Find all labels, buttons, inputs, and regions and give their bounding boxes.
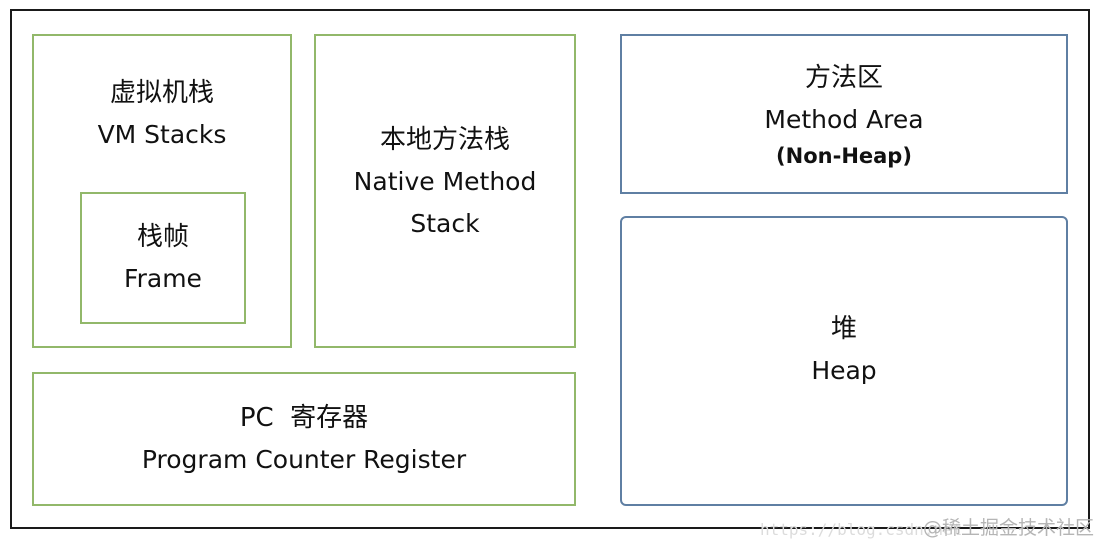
native-method-stack-zh-label: 本地方法栈 [379,125,510,155]
heap-zh-label: 堆 [830,314,857,344]
watermark-url: https://blog.csdn.net [760,520,963,539]
frame-zh-label: 栈帧 [136,222,189,252]
pc-register-en-label: Program Counter Register [141,445,467,474]
native-method-stack-box: 本地方法栈 Native Method Stack [314,34,576,348]
vm-stacks-en-label: VM Stacks [97,120,227,149]
diagram-frame [10,9,1090,529]
native-method-stack-en-line1: Native Method [353,167,537,196]
heap-box: 堆 Heap [620,216,1068,506]
frame-box: 栈帧 Frame [80,192,246,324]
method-area-zh-label: 方法区 [804,63,883,93]
vm-stacks-box: 虚拟机栈 VM Stacks [32,34,292,348]
frame-en-label: Frame [124,264,202,293]
native-method-stack-en-line2: Stack [410,209,480,238]
method-area-box: 方法区 Method Area (Non-Heap) [620,34,1068,194]
method-area-en-label: Method Area [764,105,924,134]
pc-register-zh-label: PC 寄存器 [239,403,369,433]
heap-en-label: Heap [811,356,877,385]
pc-register-box: PC 寄存器 Program Counter Register [32,372,576,506]
vm-stacks-zh-label: 虚拟机栈 [109,78,214,108]
method-area-note: (Non-Heap) [776,144,912,168]
watermark-text: @稀土掘金技术社区 [922,517,1094,539]
